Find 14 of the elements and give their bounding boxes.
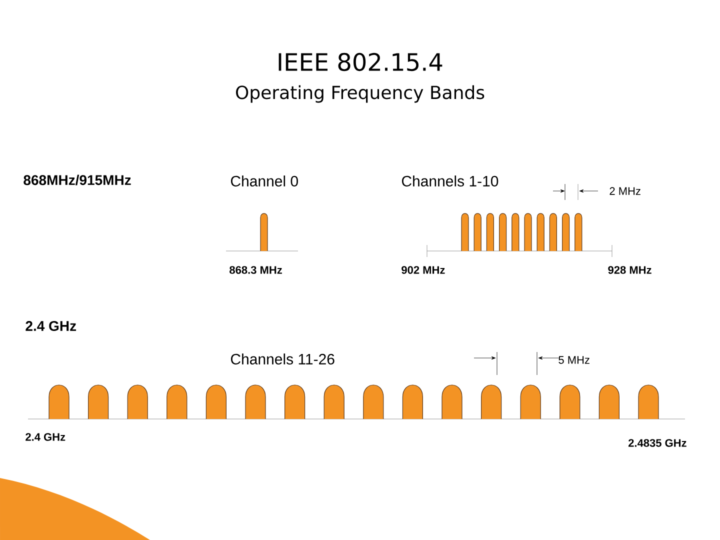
frequency-label: 868.3 MHz: [230, 266, 282, 274]
frequency-label: 902 MHz: [402, 266, 445, 274]
channel-label: Channels 11-26: [230, 353, 334, 364]
channel-label: Channels 1-10: [402, 175, 498, 186]
slide-title: IEEE 802.15.4: [278, 52, 442, 72]
frequency-label: 928 MHz: [608, 266, 652, 274]
slide-subtitle: Operating Frequency Bands: [236, 85, 484, 103]
frequency-label: 2.4835 GHz: [628, 439, 686, 447]
band-heading: 868MHz/915MHz: [24, 174, 131, 186]
spacing-label: 5 MHz: [558, 356, 590, 364]
frequency-label: 2.4 GHz: [26, 433, 66, 441]
channel-label: Channel 0: [230, 175, 298, 186]
spacing-label: 2 MHz: [610, 187, 640, 195]
band-heading: 2.4 GHz: [26, 321, 76, 331]
